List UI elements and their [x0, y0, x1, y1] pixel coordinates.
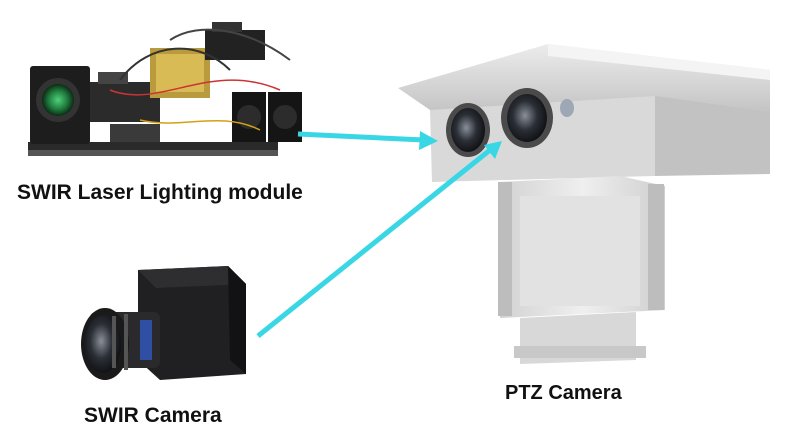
- swir-camera-label: SWIR Camera: [84, 404, 222, 427]
- laser-arrow-line: [297, 131, 425, 143]
- laser-module-illustration: [28, 22, 302, 156]
- sensor-icon: [560, 99, 574, 117]
- arrowhead-icon: [484, 141, 502, 159]
- green-lens-icon: [42, 84, 74, 116]
- connection-arrows: [256, 131, 502, 338]
- thermal-lens-icon: [451, 108, 485, 152]
- swir-camera-illustration: [81, 266, 246, 380]
- laser-module-label: SWIR Laser Lighting module: [17, 181, 303, 204]
- ptz-camera-label: PTZ Camera: [505, 382, 622, 404]
- arrowhead-icon: [419, 131, 438, 150]
- visible-lens-icon: [507, 94, 547, 142]
- ptz-camera-illustration: [398, 44, 770, 364]
- swir-arrow-line: [256, 148, 492, 338]
